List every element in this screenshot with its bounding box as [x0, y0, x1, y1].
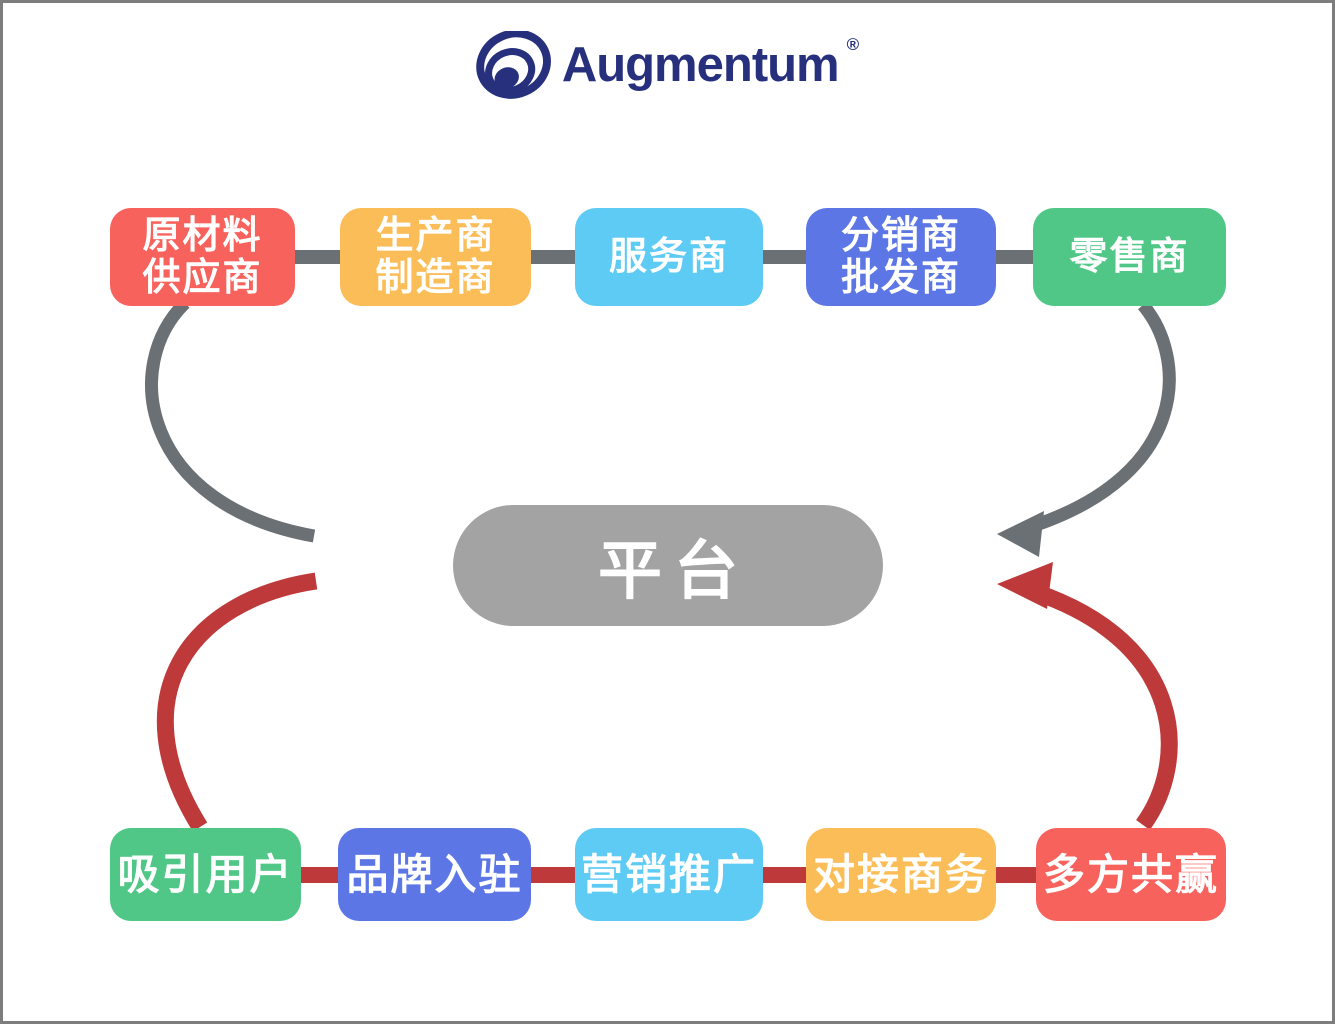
- node-label-line: 服务商: [608, 236, 729, 278]
- node-label-line: 制造商: [375, 257, 496, 299]
- platform-left-curve: [156, 572, 318, 832]
- node-label-line: 供应商: [142, 257, 263, 299]
- node-attract-users: 吸引用户: [110, 828, 301, 921]
- supply-connector-3: [759, 250, 810, 264]
- node-label-line: 多方共赢: [1042, 850, 1219, 898]
- brand-logo: Augmentum ®: [3, 29, 1332, 101]
- node-label-line: 营销推广: [580, 850, 757, 898]
- augmentum-logo-icon: [476, 31, 551, 99]
- node-brand-onboarding: 品牌入驻: [338, 828, 531, 921]
- node-label-line: 批发商: [840, 257, 961, 299]
- registered-trademark-icon: ®: [846, 35, 860, 54]
- supply-right-curve: [1030, 300, 1176, 533]
- node-retailer: 零售商: [1033, 208, 1226, 306]
- flow-arrows-layer: [145, 298, 1178, 832]
- supply-connector-2: [527, 250, 579, 264]
- node-business-matching: 对接商务: [806, 828, 996, 921]
- supply-left-curve: [145, 298, 316, 543]
- node-label-line: 原材料: [142, 215, 263, 257]
- platform-connector-4: [992, 867, 1040, 883]
- node-distributor-wholesaler: 分销商 批发商: [806, 208, 996, 306]
- platform-connector-3: [759, 867, 810, 883]
- node-label-line: 对接商务: [812, 850, 989, 898]
- node-producer-manufacturer: 生产商 制造商: [340, 208, 531, 306]
- platform-connector-2: [527, 867, 579, 883]
- node-label-line: 吸引用户: [117, 850, 294, 898]
- node-label-line: 分销商: [840, 215, 961, 257]
- node-label-line: 零售商: [1069, 236, 1190, 278]
- node-raw-material-supplier: 原材料 供应商: [110, 208, 295, 306]
- platform-right-arrowhead-icon: [997, 562, 1053, 609]
- platform-pill: 平台: [453, 505, 883, 626]
- platform-label: 平台: [598, 534, 750, 607]
- brand-name: Augmentum: [561, 37, 840, 92]
- node-service-provider: 服务商: [575, 208, 763, 306]
- node-label-line: 生产商: [375, 215, 496, 257]
- node-marketing-promotion: 营销推广: [575, 828, 763, 921]
- supply-connector-4: [992, 250, 1037, 264]
- platform-right-curve: [1032, 583, 1178, 830]
- platform-connector-1: [297, 867, 342, 883]
- supply-right-arrowhead-icon: [997, 511, 1044, 557]
- node-multi-party-win-win: 多方共赢: [1036, 828, 1226, 921]
- supply-connector-1: [291, 250, 344, 264]
- node-label-line: 品牌入驻: [346, 850, 523, 898]
